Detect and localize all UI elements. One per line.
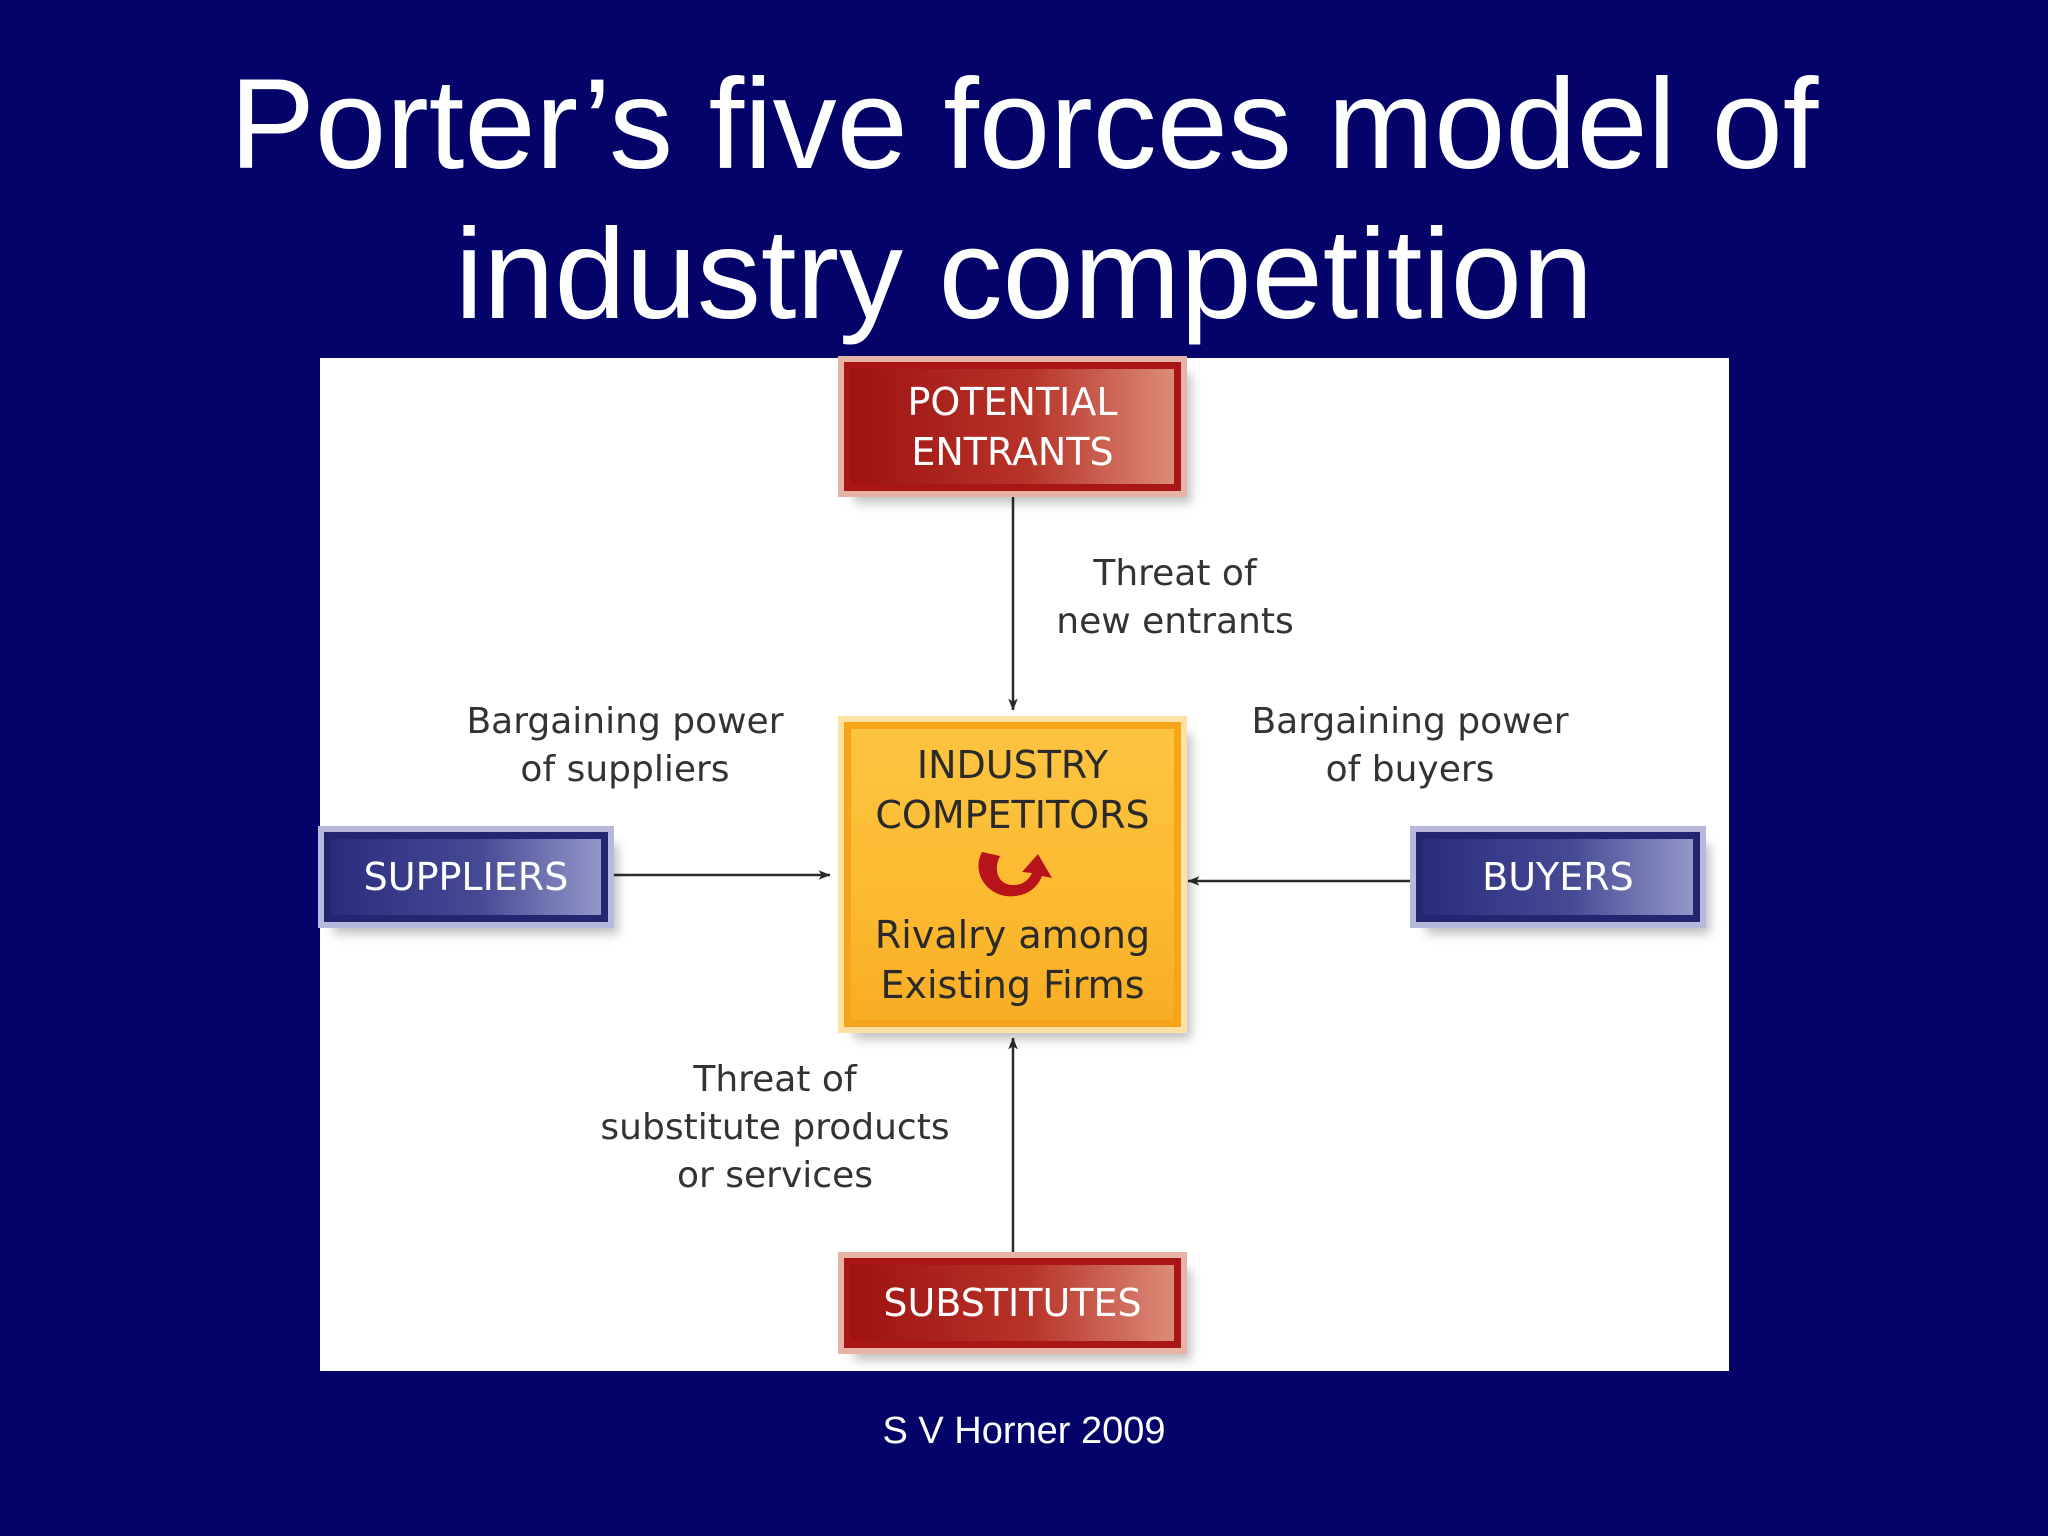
supplier-power-label: Bargaining power of suppliers	[430, 698, 820, 794]
threat-substitutes-line-2: substitute products	[600, 1107, 950, 1148]
industry-competitors-line-2: COMPETITORS	[875, 792, 1150, 837]
suppliers-label: SUPPLIERS	[363, 855, 569, 899]
slide-footer: S V Horner 2009	[882, 1410, 1166, 1452]
threat-new-entrants-line-1: Threat of	[1093, 553, 1257, 594]
supplier-power-line-2: of suppliers	[520, 749, 730, 790]
potential-entrants-box: POTENTIAL ENTRANTS	[838, 356, 1187, 497]
threat-new-entrants-label: Threat of new entrants	[1020, 550, 1330, 646]
potential-entrants-line-2: ENTRANTS	[911, 429, 1114, 474]
industry-competitors-line-4: Existing Firms	[880, 962, 1145, 1007]
buyer-power-line-2: of buyers	[1325, 749, 1495, 790]
potential-entrants-line-1: POTENTIAL	[907, 379, 1118, 424]
buyer-power-line-1: Bargaining power	[1251, 701, 1569, 742]
title-line-1: Porter’s five forces model of	[229, 53, 1819, 196]
title-line-2: industry competition	[454, 203, 1594, 346]
threat-substitutes-line-3: or services	[677, 1155, 873, 1196]
slide-title: Porter’s five forces model of industry c…	[0, 50, 2048, 350]
substitutes-label: SUBSTITUTES	[883, 1281, 1142, 1325]
substitutes-box: SUBSTITUTES	[838, 1252, 1187, 1354]
suppliers-box: SUPPLIERS	[318, 826, 614, 928]
buyers-label: BUYERS	[1482, 855, 1634, 899]
threat-substitutes-line-1: Threat of	[693, 1059, 857, 1100]
threat-new-entrants-line-2: new entrants	[1056, 601, 1294, 642]
industry-competitors-line-1: INDUSTRY	[916, 742, 1109, 787]
supplier-power-line-1: Bargaining power	[466, 701, 784, 742]
diagram-arrows	[614, 496, 1412, 1256]
industry-competitors-line-3: Rivalry among	[874, 912, 1151, 957]
threat-substitutes-label: Threat of substitute products or service…	[560, 1056, 990, 1200]
rivalry-cycle-arrow-icon	[977, 851, 1052, 896]
industry-competitors-box: INDUSTRY COMPETITORS Rivalry among Exist…	[838, 716, 1187, 1033]
buyer-power-label: Bargaining power of buyers	[1215, 698, 1605, 794]
buyers-box: BUYERS	[1410, 826, 1706, 928]
five-forces-diagram: POTENTIAL ENTRANTS INDUSTRY COMPETITORS …	[318, 356, 1729, 1371]
